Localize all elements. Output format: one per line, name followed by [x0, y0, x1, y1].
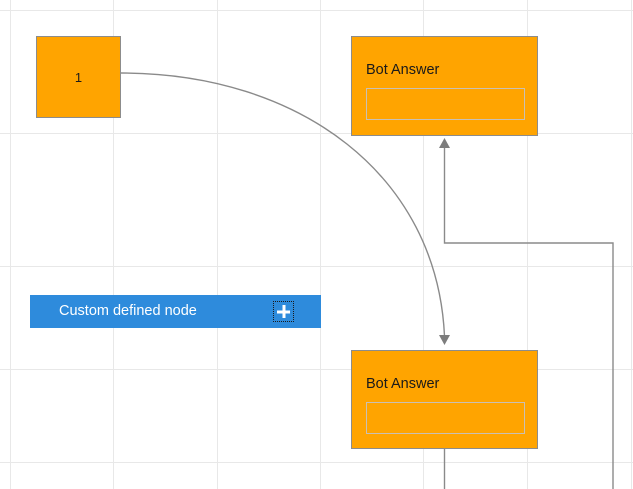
flow-node-bot-answer-bottom[interactable]: Bot Answer — [351, 350, 538, 449]
connector-orthogonal-bot-answer-bottom-to-top[interactable] — [443, 147, 614, 489]
custom-defined-node-button[interactable]: Custom defined node — [30, 295, 321, 328]
flow-node-bot-answer-bottom-slot[interactable] — [366, 402, 525, 434]
connector-curve-node1-to-bot-answer-bottom[interactable] — [120, 72, 446, 337]
flow-node-bot-answer-top-slot[interactable] — [366, 88, 525, 120]
flow-node-1-label: 1 — [74, 69, 83, 85]
custom-defined-node-label: Custom defined node — [59, 303, 197, 320]
flow-node-bot-answer-top-title: Bot Answer — [366, 62, 440, 78]
plus-icon[interactable] — [273, 301, 294, 322]
flow-node-1[interactable]: 1 — [36, 36, 121, 118]
connector-orthogonal-bot-answer-bottom-to-top-arrowhead — [439, 138, 450, 148]
flow-node-bot-answer-bottom-title: Bot Answer — [366, 376, 440, 392]
flow-node-bot-answer-top[interactable]: Bot Answer — [351, 36, 538, 136]
connector-curve-node1-to-bot-answer-bottom-arrowhead — [439, 335, 450, 345]
